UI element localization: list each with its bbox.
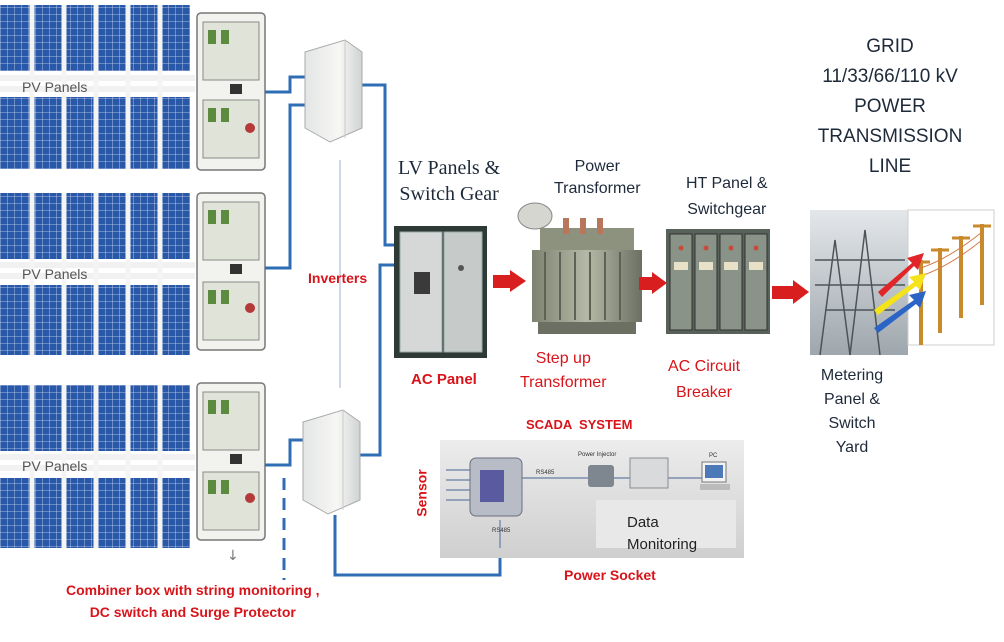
- lv-panel-image: [394, 226, 487, 358]
- metering-caption: Metering Panel & Switch Yard: [806, 364, 898, 460]
- scada-title: SCADA SYSTEM: [526, 417, 633, 432]
- breaker-line-1: AC Circuit: [668, 358, 741, 375]
- combiner-caption-line-1: Combiner box with string monitoring ,: [66, 582, 320, 598]
- grid-heading-line-2: 11/33/66/110 kV: [822, 66, 958, 87]
- metering-line-3: Switch: [828, 415, 876, 432]
- scada-rs485-a: RS485: [536, 470, 555, 476]
- lv-heading-line-1: LV Panels &: [398, 157, 501, 179]
- pv-panels-label-1: PV Panels: [22, 79, 87, 95]
- pv-panel-row-3: [0, 385, 195, 548]
- pv-panels-label-2: PV Panels: [22, 266, 87, 282]
- ac-panel-caption: AC Panel: [411, 371, 477, 388]
- flow-arrow-2: [639, 272, 667, 294]
- step-up-line-1: Step up: [535, 350, 591, 367]
- grid-heading: GRID 11/33/66/110 kV POWER TRANSMISSION …: [798, 32, 982, 182]
- step-up-line-2: Transformer: [520, 374, 607, 391]
- transformer-heading-line-2: Transformer: [554, 180, 641, 197]
- metering-line-4: Yard: [835, 439, 869, 456]
- phase-arrows: [874, 253, 926, 333]
- combiner-box-1: [196, 12, 266, 171]
- flow-arrow-3: [772, 280, 809, 304]
- ht-heading-line-2: Switchgear: [687, 201, 767, 218]
- metering-line-1: Metering: [820, 367, 884, 384]
- data-monitoring-label: Data Monitoring: [627, 512, 697, 556]
- scada-rs485-b: RS485: [492, 528, 511, 534]
- ht-panel-heading: HT Panel & Switchgear: [686, 171, 768, 223]
- flow-arrow-1: [493, 270, 526, 292]
- pv-panels-label-3: PV Panels: [22, 458, 87, 474]
- ht-panel-image: [666, 229, 770, 334]
- metering-line-2: Panel &: [823, 391, 881, 408]
- combiner-box-2: [196, 192, 266, 351]
- scada-diagram: [440, 440, 744, 558]
- ht-heading-line-1: HT Panel &: [686, 175, 768, 192]
- inverter-bottom: [302, 409, 361, 515]
- transformer-heading-line-1: Power: [574, 158, 620, 175]
- down-arrow-icon: ↓: [227, 548, 239, 564]
- lv-heading-line-2: Switch Gear: [399, 183, 499, 205]
- breaker-line-2: Breaker: [675, 384, 733, 401]
- scada-power-injector: Power Injector: [578, 452, 616, 458]
- power-transformer-heading: Power Transformer: [554, 156, 641, 200]
- circuit-breaker-caption: AC Circuit Breaker: [668, 354, 740, 406]
- grid-heading-line-1: GRID: [866, 36, 914, 57]
- inverter-top: [304, 39, 363, 143]
- inverters-label: Inverters: [308, 270, 367, 286]
- data-monitoring-line-1: Data: [627, 514, 659, 531]
- data-monitoring-line-2: Monitoring: [627, 536, 698, 553]
- pv-panel-row-2: [0, 193, 195, 355]
- grid-heading-line-4: TRANSMISSION: [817, 126, 963, 147]
- grid-heading-line-3: POWER: [854, 96, 926, 117]
- combiner-caption-line-2: DC switch and Surge Protector: [89, 604, 296, 620]
- power-transformer-image: [517, 202, 642, 334]
- grid-heading-line-5: LINE: [868, 156, 912, 177]
- combiner-box-caption: Combiner box with string monitoring , DC…: [66, 579, 320, 623]
- sensor-label: Sensor: [413, 469, 430, 517]
- step-up-caption: Step up Transformer: [520, 347, 607, 395]
- scada-pc: PC: [709, 453, 718, 459]
- lv-panels-heading: LV Panels & Switch Gear: [398, 155, 500, 207]
- power-socket-label: Power Socket: [564, 567, 656, 583]
- pv-panel-row-1: [0, 5, 195, 169]
- combiner-box-3: [196, 382, 266, 541]
